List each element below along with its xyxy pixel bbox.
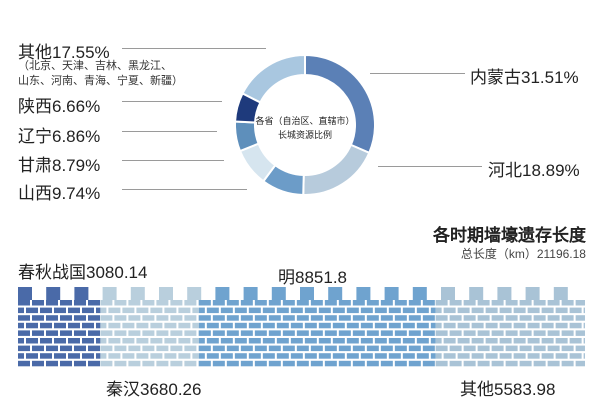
wall-crenel xyxy=(46,287,61,300)
pie-label-other: 其他17.55% xyxy=(18,43,110,62)
wall-crenel xyxy=(18,287,32,300)
pie-label-gansu: 甘肃8.79% xyxy=(18,156,101,175)
pie-label-other-note2: 山东、河南、青海、宁夏、新疆） xyxy=(18,75,183,87)
wall-crenel xyxy=(553,287,568,300)
pie-label-shanxi: 山西9.74% xyxy=(18,184,101,203)
pie-title-line2: 长城资源比例 xyxy=(277,130,332,140)
leader-line xyxy=(122,160,224,161)
wall-crenel xyxy=(469,287,484,300)
leader-line xyxy=(370,73,465,74)
wall-crenel xyxy=(215,287,230,300)
pie-slice-其他 xyxy=(241,53,306,104)
wall-crenel xyxy=(525,287,540,300)
pie-label-shaanxi: 陕西6.66% xyxy=(18,97,101,116)
wall-crenel xyxy=(356,287,371,300)
leader-line xyxy=(122,48,266,49)
wall-label-ming: 明8851.8 xyxy=(278,268,347,287)
wall-label-other: 其他5583.98 xyxy=(460,380,556,399)
wall-segment-明 xyxy=(198,300,436,367)
wall-segment-春秋战国 xyxy=(18,300,101,367)
wall-label-chunqiu: 春秋战国3080.14 xyxy=(18,263,148,282)
bar-title: 各时期墙壕遗存长度 xyxy=(433,226,586,245)
pie-label-neimenggu: 内蒙古31.51% xyxy=(470,68,579,87)
wall-crenel xyxy=(74,287,89,300)
wall-crenel xyxy=(412,287,427,300)
leader-line xyxy=(122,101,222,102)
wall-crenel xyxy=(243,287,258,300)
wall-crenel xyxy=(300,287,314,300)
wall-crenel xyxy=(130,287,145,300)
pie-center-title: 各省（自治区、直辖市） 长城资源比例 xyxy=(245,114,365,142)
wall-crenel xyxy=(384,287,399,300)
pie-label-hebei: 河北18.89% xyxy=(488,161,580,180)
pie-label-other-note1: （北京、天津、吉林、黑龙江、 xyxy=(18,60,172,72)
leader-line xyxy=(122,131,217,132)
wall-crenel xyxy=(271,287,286,300)
wall-crenel xyxy=(497,287,512,300)
wall-crenel xyxy=(102,287,117,300)
wall-crenel xyxy=(441,287,455,300)
wall-crenel xyxy=(159,287,173,300)
wall-segment-秦汉 xyxy=(100,300,199,367)
wall-label-qinhan: 秦汉3680.26 xyxy=(106,380,202,399)
leader-line xyxy=(122,189,247,190)
wall-crenel xyxy=(328,287,343,300)
pie-slice-河北 xyxy=(302,143,371,196)
pie-title-line1: 各省（自治区、直辖市） xyxy=(255,116,355,126)
bar-subtitle: 总长度（km）21196.18 xyxy=(460,247,586,261)
wall-crenel xyxy=(187,287,202,300)
pie-label-liaoning: 辽宁6.86% xyxy=(18,127,101,146)
wall-segment-其他 xyxy=(435,300,585,367)
leader-line xyxy=(378,166,482,167)
